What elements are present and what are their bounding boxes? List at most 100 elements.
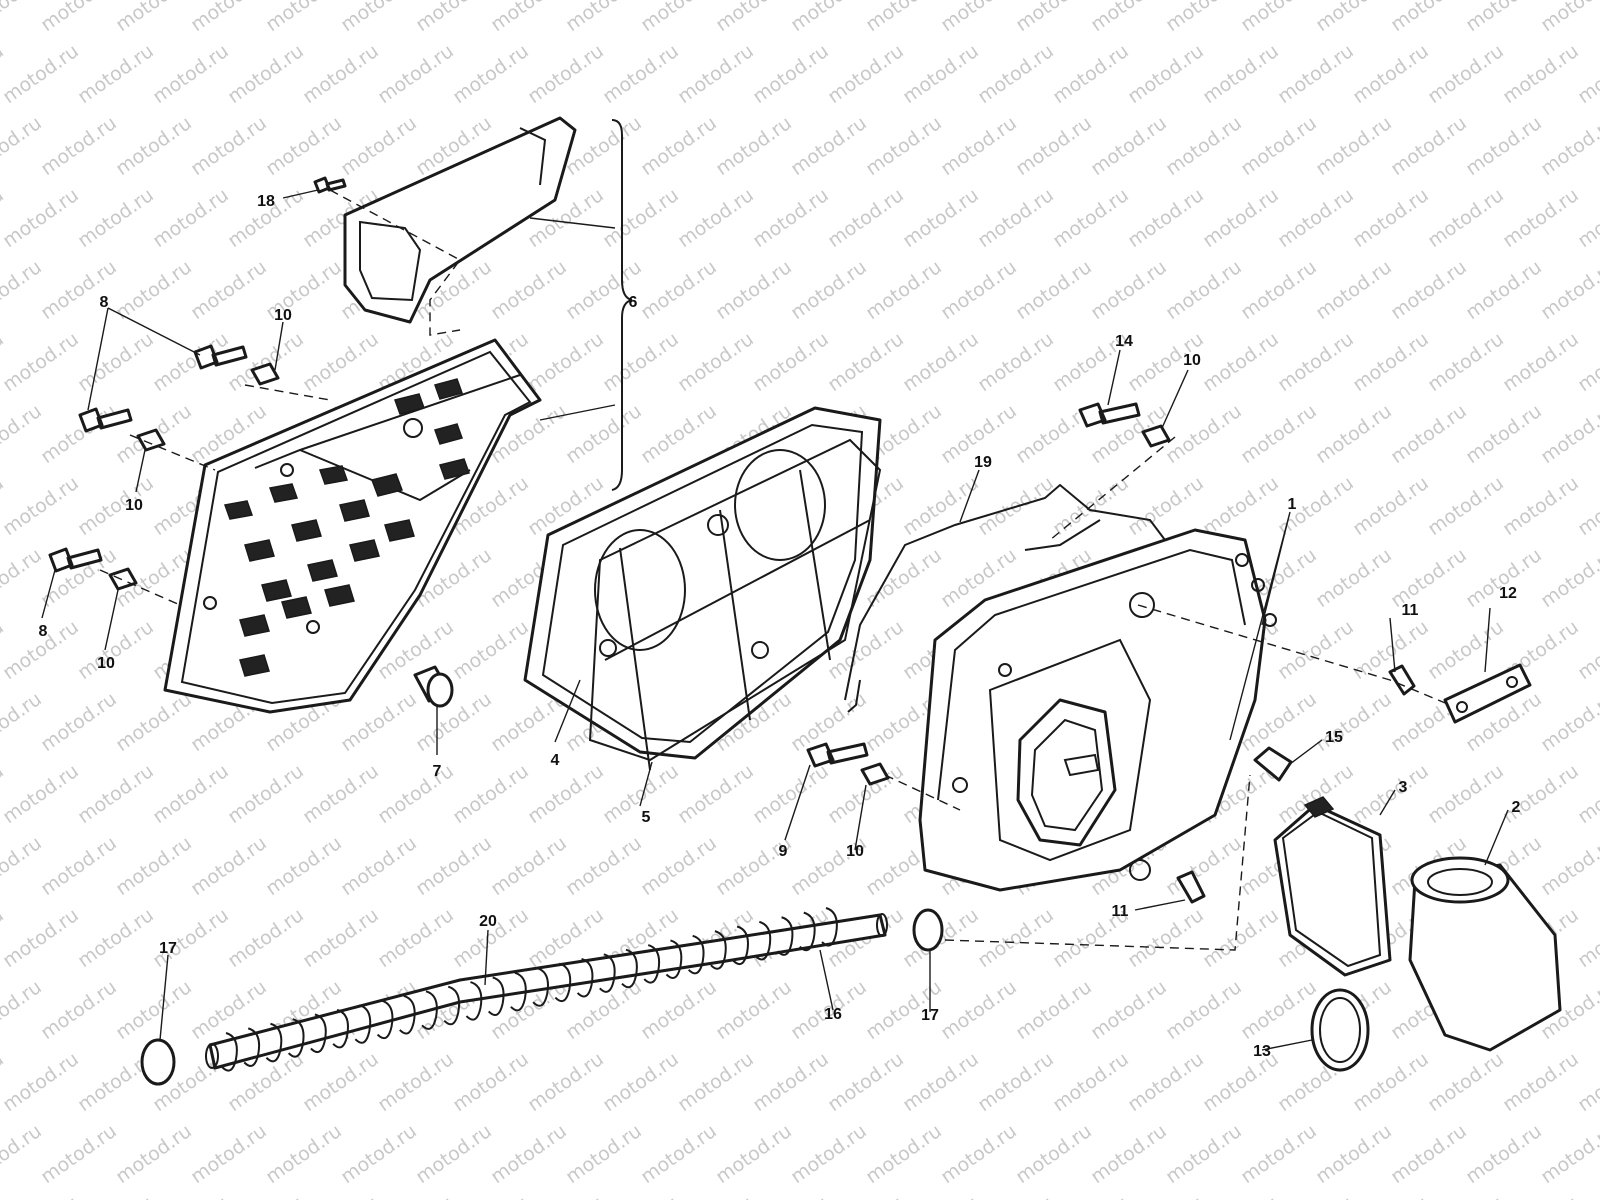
watermark-text: motod.ru	[1199, 472, 1283, 540]
watermark-text: motod.ru	[562, 112, 646, 180]
watermark-text: motod.ru	[1424, 760, 1508, 828]
watermark-text: motod.ru	[937, 976, 1021, 1044]
watermark-text: motod.ru	[1387, 400, 1471, 468]
watermark-text: motod.ru	[1537, 832, 1600, 900]
callout-10-middle: 10	[846, 843, 864, 860]
callout-7: 7	[433, 763, 442, 780]
watermark-text: motod.ru	[487, 0, 571, 36]
watermark-text: motod.ru	[1574, 472, 1600, 540]
watermark-text: motod.ru	[524, 328, 608, 396]
watermark-text: motod.ru	[1387, 256, 1471, 324]
watermark-text: motod.ru	[674, 40, 758, 108]
watermark-text: motod.ru	[487, 256, 571, 324]
callout-17-left: 17	[159, 940, 177, 957]
watermark-text: motod.ru	[1424, 40, 1508, 108]
watermark-text: motod.ru	[599, 328, 683, 396]
watermark-text: motod.ru	[1537, 400, 1600, 468]
watermark-text: motod.ru	[749, 760, 833, 828]
watermark-text: motod.ru	[0, 760, 83, 828]
watermark-text: motod.ru	[1537, 1120, 1600, 1188]
watermark-text: motod.ru	[224, 760, 308, 828]
watermark-text: motod.ru	[1499, 184, 1583, 252]
watermark-text: motod.ru	[37, 400, 121, 468]
watermark-text: motod.ru	[787, 112, 871, 180]
watermark-text: motod.ru	[1237, 1120, 1321, 1188]
watermark-text: motod.ru	[1087, 1120, 1171, 1188]
callout-5: 5	[642, 809, 651, 826]
callout-6: 6	[629, 294, 638, 311]
watermark-text: motod.ru	[1462, 400, 1546, 468]
watermark-text: motod.ru	[1012, 112, 1096, 180]
watermark-text: motod.ru	[562, 976, 646, 1044]
watermark-text: motod.ru	[149, 904, 233, 972]
watermark-text: motod.ru	[1574, 184, 1600, 252]
watermark-text: motod.ru	[1012, 256, 1096, 324]
watermark-text: motod.ru	[0, 1120, 46, 1188]
watermark-text: motod.ru	[749, 328, 833, 396]
watermark-text: motod.ru	[1387, 544, 1471, 612]
watermark-text: motod.ru	[1574, 904, 1600, 972]
watermark-text: motod.ru	[1087, 0, 1171, 36]
watermark-text: motod.ru	[1499, 328, 1583, 396]
watermark-text: motod.ru	[74, 40, 158, 108]
watermark-text: motod.ru	[37, 976, 121, 1044]
watermark-text: motod.ru	[1312, 400, 1396, 468]
watermark-text: motod.ru	[1237, 0, 1321, 36]
watermark-text: motod.ru	[637, 256, 721, 324]
watermark-text: motod.ru	[1312, 0, 1396, 36]
watermark-text: motod.ru	[1537, 112, 1600, 180]
watermark-text: motod.ru	[412, 688, 496, 756]
callout-17-right: 17	[921, 1007, 939, 1024]
watermark-text: motod.ru	[187, 0, 271, 36]
watermark-text: motod.ru	[1199, 328, 1283, 396]
watermark-text: motod.ru	[0, 1192, 83, 1200]
callout-20: 20	[479, 913, 497, 930]
leader-lines	[41, 189, 1509, 1051]
watermark-text: motod.ru	[562, 400, 646, 468]
watermark-text: motod.ru	[1424, 1192, 1508, 1200]
watermark-text: motod.ru	[487, 832, 571, 900]
callout-10-left: 10	[125, 497, 143, 514]
watermark-text: motod.ru	[1124, 40, 1208, 108]
watermark-text: motod.ru	[412, 1120, 496, 1188]
callout-9: 9	[779, 843, 788, 860]
watermark-text: motod.ru	[1199, 1192, 1283, 1200]
watermark-text: motod.ru	[899, 184, 983, 252]
watermark-text: motod.ru	[1574, 616, 1600, 684]
watermark-text: motod.ru	[224, 40, 308, 108]
watermark-text: motod.ru	[1274, 40, 1358, 108]
watermark-text: motod.ru	[1462, 256, 1546, 324]
watermark-text: motod.ru	[187, 1120, 271, 1188]
watermark-text: motod.ru	[449, 1048, 533, 1116]
watermark-text: motod.ru	[637, 112, 721, 180]
watermark-text: motod.ru	[1049, 40, 1133, 108]
watermark-text: motod.ru	[37, 0, 121, 36]
watermark-text: motod.ru	[374, 40, 458, 108]
watermark-text: motod.ru	[1274, 184, 1358, 252]
watermark-text: motod.ru	[862, 112, 946, 180]
watermark-text: motod.ru	[749, 184, 833, 252]
watermark-text: motod.ru	[1162, 1120, 1246, 1188]
filter-element	[523, 406, 882, 771]
watermark-text: motod.ru	[0, 976, 46, 1044]
watermark-text: motod.ru	[749, 1048, 833, 1116]
watermark-text: motod.ru	[1162, 400, 1246, 468]
watermark-text: motod.ru	[1387, 0, 1471, 36]
watermark-text: motod.ru	[824, 328, 908, 396]
watermark-text: motod.ru	[524, 40, 608, 108]
watermark-text: motod.ru	[712, 256, 796, 324]
watermark-text: motod.ru	[1162, 112, 1246, 180]
watermark-text: motod.ru	[1162, 256, 1246, 324]
callout-8-bottom: 8	[39, 623, 48, 640]
callout-18: 18	[257, 193, 275, 210]
watermark-text: motod.ru	[674, 1048, 758, 1116]
watermark-text: motod.ru	[937, 256, 1021, 324]
watermark-text: motod.ru	[0, 1192, 8, 1200]
watermark-text: motod.ru	[712, 976, 796, 1044]
watermark-text: motod.ru	[337, 112, 421, 180]
watermark-text: motod.ru	[149, 1192, 233, 1200]
watermark-text: motod.ru	[899, 1192, 983, 1200]
watermark-text: motod.ru	[1424, 1048, 1508, 1116]
watermark-text: motod.ru	[1574, 760, 1600, 828]
